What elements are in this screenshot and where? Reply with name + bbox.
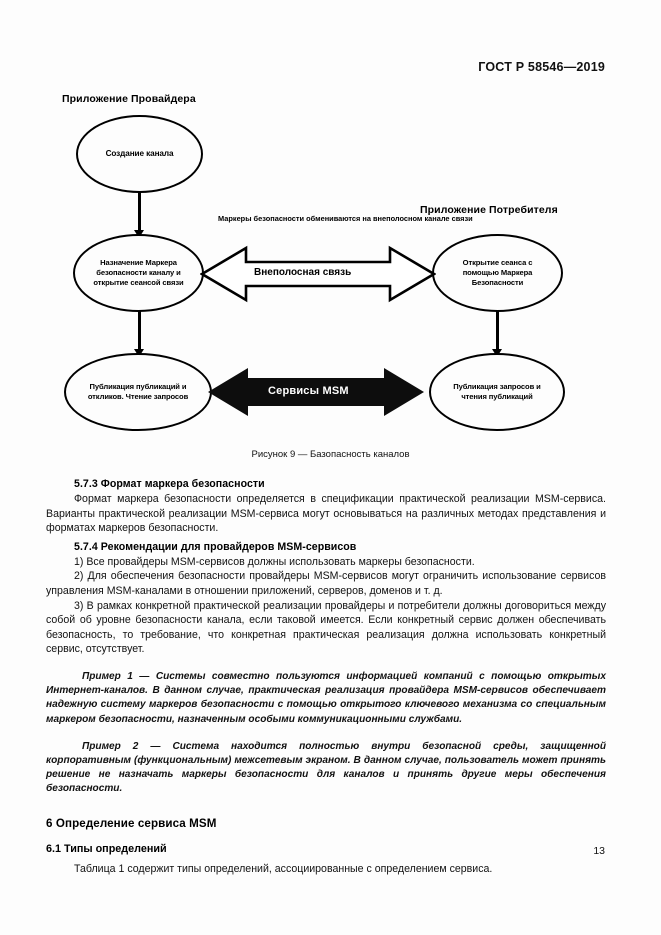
document-body: 5.7.3 Формат маркера безопасности Формат…	[46, 478, 606, 876]
figure-arrow-msm-services	[208, 365, 424, 419]
connector-open-session-to-publish-right	[496, 311, 499, 352]
figure-arrow-out-of-band-label: Внеполосная связь	[254, 267, 352, 278]
figure-node-publish-left: Публикация публикаций и откликов. Чтение…	[64, 353, 212, 431]
heading-5-7-4: 5.7.4 Рекомендации для провайдеров MSM-с…	[74, 540, 357, 553]
spacer-before-example-1	[46, 657, 606, 670]
heading-6-1: 6.1 Типы определений	[46, 842, 167, 855]
figure-node-open-session-label: Открытие сеанса с помощью Маркера Безопа…	[462, 257, 533, 287]
figure-arrow-out-of-band-note-text: Маркеры безопасности обмениваются на вне…	[218, 214, 473, 223]
list-item-5-7-4-2: 2) Для обеспечения безопасности провайде…	[46, 570, 606, 597]
spacer-before-example-2	[46, 727, 606, 740]
figure-node-open-session: Открытие сеанса с помощью Маркера Безопа…	[432, 234, 563, 312]
heading-6: 6 Определение сервиса MSM	[46, 816, 217, 830]
paragraph-6-1: Таблица 1 содержит типы определений, асс…	[74, 862, 493, 875]
figure-9-caption: Рисунок 9 — Базопасность каналов	[251, 449, 410, 460]
figure-9-channel-security: Приложение Провайдера Приложение Потреби…	[0, 84, 661, 464]
running-header-standard-number: ГОСТ Р 58546—2019	[478, 60, 605, 74]
page-number: 13	[593, 845, 605, 857]
example-2: Пример 2 — Система находится полностью в…	[46, 740, 606, 795]
connector-create-to-assign	[138, 192, 141, 233]
spacer-before-section-6-1	[46, 830, 606, 843]
figure-node-create-channel: Создание канала	[76, 115, 203, 193]
figure-arrow-out-of-band-note: Маркеры безопасности обмениваются на вне…	[218, 214, 473, 224]
figure-label-provider-application: Приложение Провайдера	[62, 93, 196, 105]
figure-node-assign-token: Назначение Маркера безопасности каналу и…	[73, 234, 204, 312]
list-item-5-7-4-3: 3) В рамках конкретной практической реал…	[46, 599, 606, 656]
heading-5-7-3: 5.7.3 Формат маркера безопасности	[74, 478, 265, 490]
paragraph-5-7-3: Формат маркера безопасности определяется…	[46, 493, 606, 535]
figure-node-assign-token-label: Назначение Маркера безопасности каналу и…	[93, 257, 184, 287]
figure-arrow-out-of-band	[200, 240, 436, 308]
spacer-before-paragraph-6-1	[46, 855, 606, 862]
list-item-5-7-4-1: 1) Все провайдеры MSM-сервисов должны ис…	[74, 555, 475, 568]
figure-label-consumer-application: Приложение Потребителя	[420, 204, 558, 216]
figure-node-publish-right: Публикация запросов и чтения публикаций	[429, 353, 565, 431]
example-1: Пример 1 — Системы совместно пользуются …	[46, 670, 606, 725]
figure-node-publish-right-label: Публикация запросов и чтения публикаций	[453, 381, 541, 401]
figure-node-create-channel-label: Создание канала	[105, 148, 174, 158]
figure-node-publish-left-label: Публикация публикаций и откликов. Чтение…	[87, 381, 189, 401]
spacer-before-section-6	[46, 797, 606, 817]
connector-assign-to-publish-left	[138, 311, 141, 352]
figure-arrow-msm-services-label: Сервисы MSM	[268, 385, 349, 397]
